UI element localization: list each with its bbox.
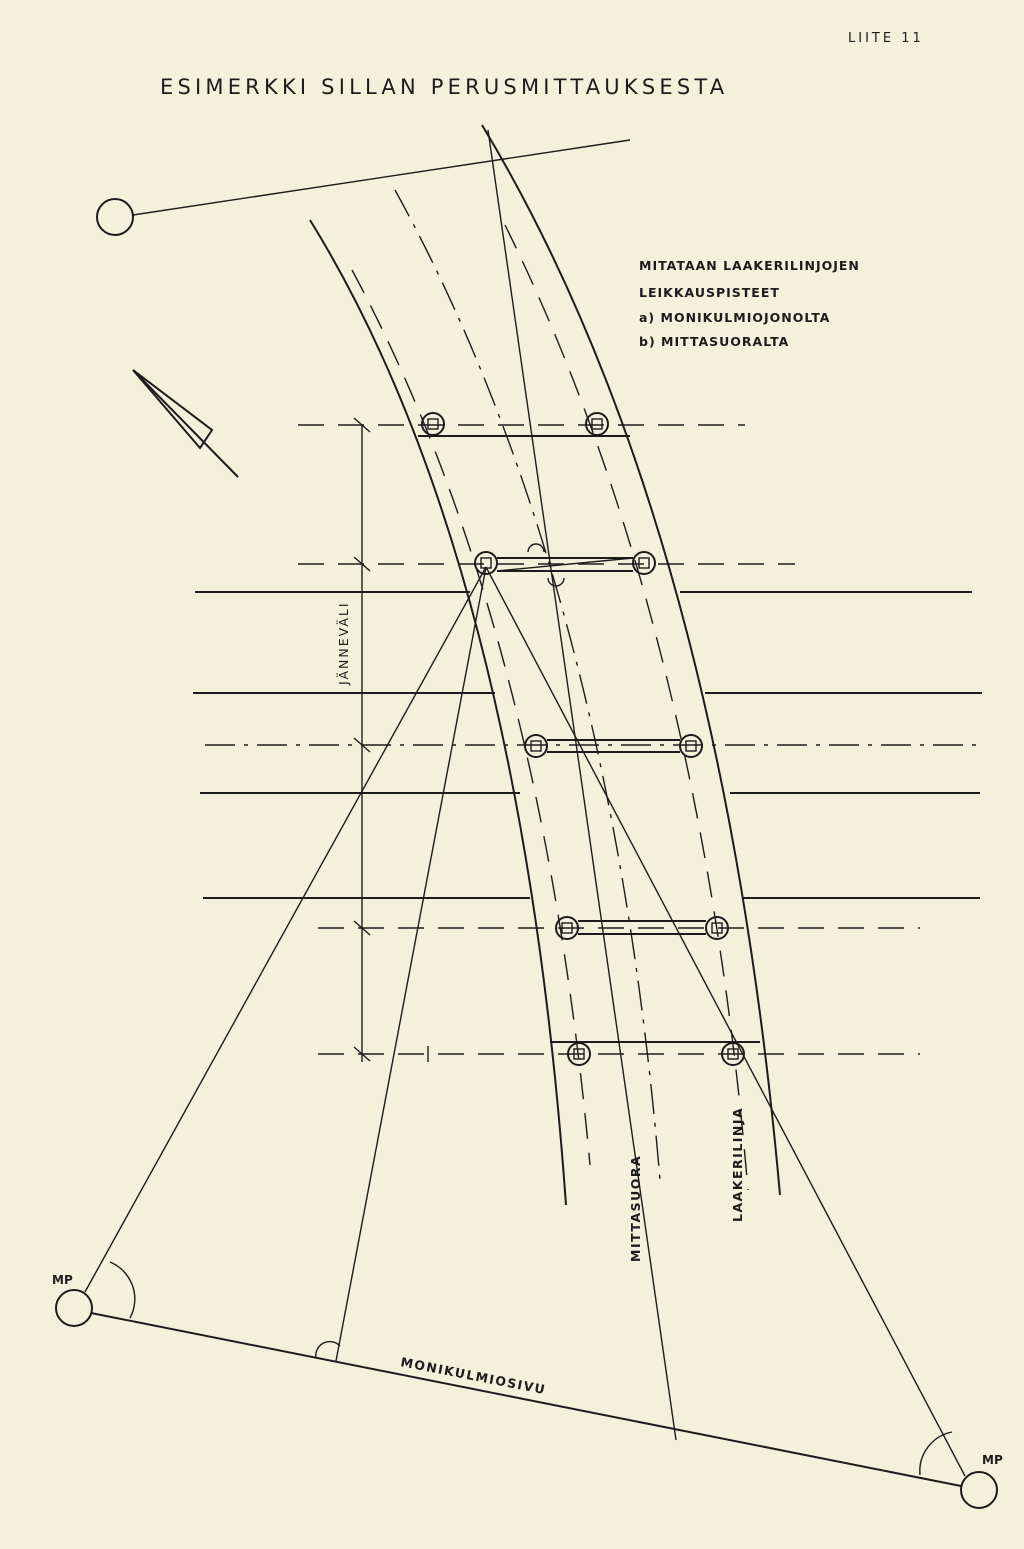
control-point-circle-top [96,198,134,236]
note-line-1: MITATAAN LAAKERILINJOJEN [639,258,860,273]
mp-point-left [55,1289,93,1327]
note-line-4: b) MITTASUORALTA [639,334,789,349]
bearing-point [585,412,609,436]
sight-line-left-1 [84,566,487,1293]
measurement-note: MITATAAN LAAKERILINJOJEN LEIKKAUSPISTEET… [639,258,860,349]
measuring-line [487,129,677,1441]
bearing-point [474,551,498,575]
bearing-point [632,551,656,575]
bearing-point [555,916,579,940]
bearing-points [418,412,760,1066]
bearing-point [679,734,703,758]
inner-edge-right-dashed [504,224,749,1191]
polygon-side-line [90,1312,962,1487]
page-label: LIITE 11 [848,31,924,46]
right-angle-mark [547,577,565,587]
bearing-point [705,916,729,940]
inner-edge-left-dashed [351,269,591,1166]
bearing-point [421,412,445,436]
angle-arc-right [919,1431,953,1476]
bridge-centerline [394,189,661,1181]
bearing-point [524,734,548,758]
perpendicular-line [335,566,487,1362]
north-arrow-icon [132,369,239,478]
polygon-side-label: MONIKULMIOSIVU [399,1354,547,1397]
bearing-point [721,1042,745,1066]
mp-label-right: MP [982,1453,1003,1467]
measuring-line-label: MITTASUORA [628,1155,643,1262]
mp-label-left: MP [52,1273,73,1287]
span-label: JÄNNEVÄLI [336,601,351,686]
bridge-edge-left [309,219,567,1206]
angle-arc-left [109,1261,136,1319]
mp-point-right [960,1471,998,1509]
bearing-line-label: LAAKERILINJA [730,1107,745,1222]
drawing-title: ESIMERKKI SILLAN PERUSMITTAUKSESTA [160,75,728,99]
right-angle-mark [315,1340,341,1359]
bearing-point [567,1042,591,1066]
note-line-3: a) MONIKULMIOJONOLTA [639,310,830,325]
note-line-2: LEIKKAUSPISTEET [639,285,780,300]
bridge-edge-right [481,124,781,1196]
right-angle-mark [527,543,545,553]
reference-line-top [132,139,631,216]
span-dimension [353,417,429,1062]
sight-line-right-1 [485,566,966,1477]
